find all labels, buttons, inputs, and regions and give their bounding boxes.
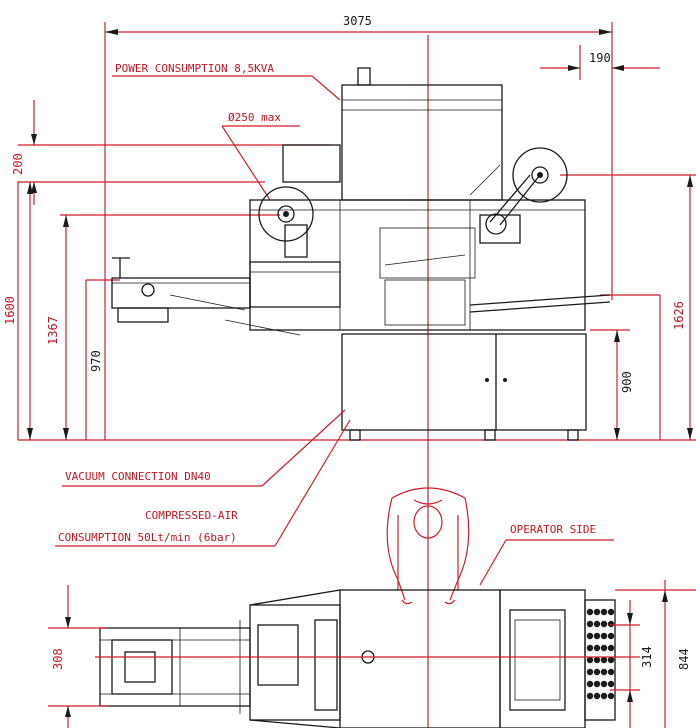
outfeed-dot: [607, 656, 615, 664]
dimension-1600-label: 1600: [3, 296, 17, 325]
outfeed-dot: [593, 692, 601, 700]
reel-diameter-label: Ø250 max: [228, 111, 281, 124]
outfeed-dot: [593, 656, 601, 664]
outfeed-dot: [600, 620, 608, 628]
outfeed-dot: [607, 668, 615, 676]
dimension-reel-height: 200: [11, 100, 330, 205]
outfeed-dot: [586, 620, 594, 628]
dimension-table-height: 900: [590, 329, 634, 440]
outfeed-dot: [586, 692, 594, 700]
operator-side-callout: OPERATOR SIDE: [479, 523, 614, 586]
outfeed-dot: [600, 692, 608, 700]
dimension-infeed-height: 970: [85, 279, 120, 440]
power-callout: POWER CONSUMPTION 8,5KVA: [112, 62, 341, 101]
outfeed-dot: [600, 644, 608, 652]
power-consumption-label: POWER CONSUMPTION 8,5KVA: [115, 62, 274, 75]
outfeed-dot: [586, 632, 594, 640]
dimension-308-label: 308: [51, 648, 65, 670]
dimension-970-label: 970: [89, 350, 103, 372]
outfeed-dot: [600, 668, 608, 676]
dimension-bed-height: 1367: [46, 214, 280, 440]
outfeed-dot: [593, 644, 601, 652]
dimension-3075-label: 3075: [343, 14, 372, 28]
outfeed-dot: [586, 668, 594, 676]
outfeed-dot: [607, 644, 615, 652]
outfeed-dot: [607, 620, 615, 628]
dimension-200-label: 200: [11, 153, 25, 175]
outfeed-dot: [593, 680, 601, 688]
dimension-depth: 844: [615, 580, 696, 728]
outfeed-dot: [600, 632, 608, 640]
machine-plan-view: [99, 589, 616, 728]
outfeed-dot: [586, 680, 594, 688]
vacuum-connection-label: VACUUM CONNECTION DN40: [65, 470, 211, 483]
outfeed-dot: [607, 632, 615, 640]
dimension-1626-label: 1626: [672, 301, 686, 330]
machine-side-view: [111, 67, 611, 441]
outfeed-dot: [600, 680, 608, 688]
outfeed-dot: [586, 608, 594, 616]
outfeed-dot: [586, 644, 594, 652]
outfeed-grid: [586, 608, 615, 700]
dimension-overall-height: 1600: [3, 182, 33, 440]
operator-figure: [386, 487, 470, 605]
dimension-max-height: 1626: [560, 174, 696, 440]
reel-callout: Ø250 max: [221, 111, 300, 201]
outfeed-dot: [607, 692, 615, 700]
outfeed-dot: [593, 632, 601, 640]
dimension-outfeed-width: 314: [610, 600, 654, 728]
vacuum-callout: VACUUM CONNECTION DN40: [62, 409, 346, 487]
air-label-line1: COMPRESSED-AIR: [145, 509, 238, 522]
dimension-900-label: 900: [620, 371, 634, 393]
outfeed-dot: [586, 656, 594, 664]
dimension-844-label: 844: [677, 648, 691, 670]
outfeed-dot: [607, 608, 615, 616]
outfeed-dot: [593, 608, 601, 616]
dimension-314-label: 314: [640, 646, 654, 668]
dimension-190-label: 190: [589, 51, 611, 65]
dimension-infeed-width: 308: [48, 585, 108, 728]
air-callout: COMPRESSED-AIR CONSUMPTION 50Lt/min (6ba…: [55, 419, 351, 547]
dimension-right-offset: 190: [540, 45, 660, 80]
outfeed-dot: [593, 668, 601, 676]
air-label-line2: CONSUMPTION 50Lt/min (6bar): [58, 531, 237, 544]
outfeed-dot: [593, 620, 601, 628]
outfeed-dot: [607, 680, 615, 688]
outfeed-dot: [600, 656, 608, 664]
outfeed-dot: [600, 608, 608, 616]
operator-side-label: OPERATOR SIDE: [510, 523, 596, 536]
dimension-1367-label: 1367: [46, 316, 60, 345]
